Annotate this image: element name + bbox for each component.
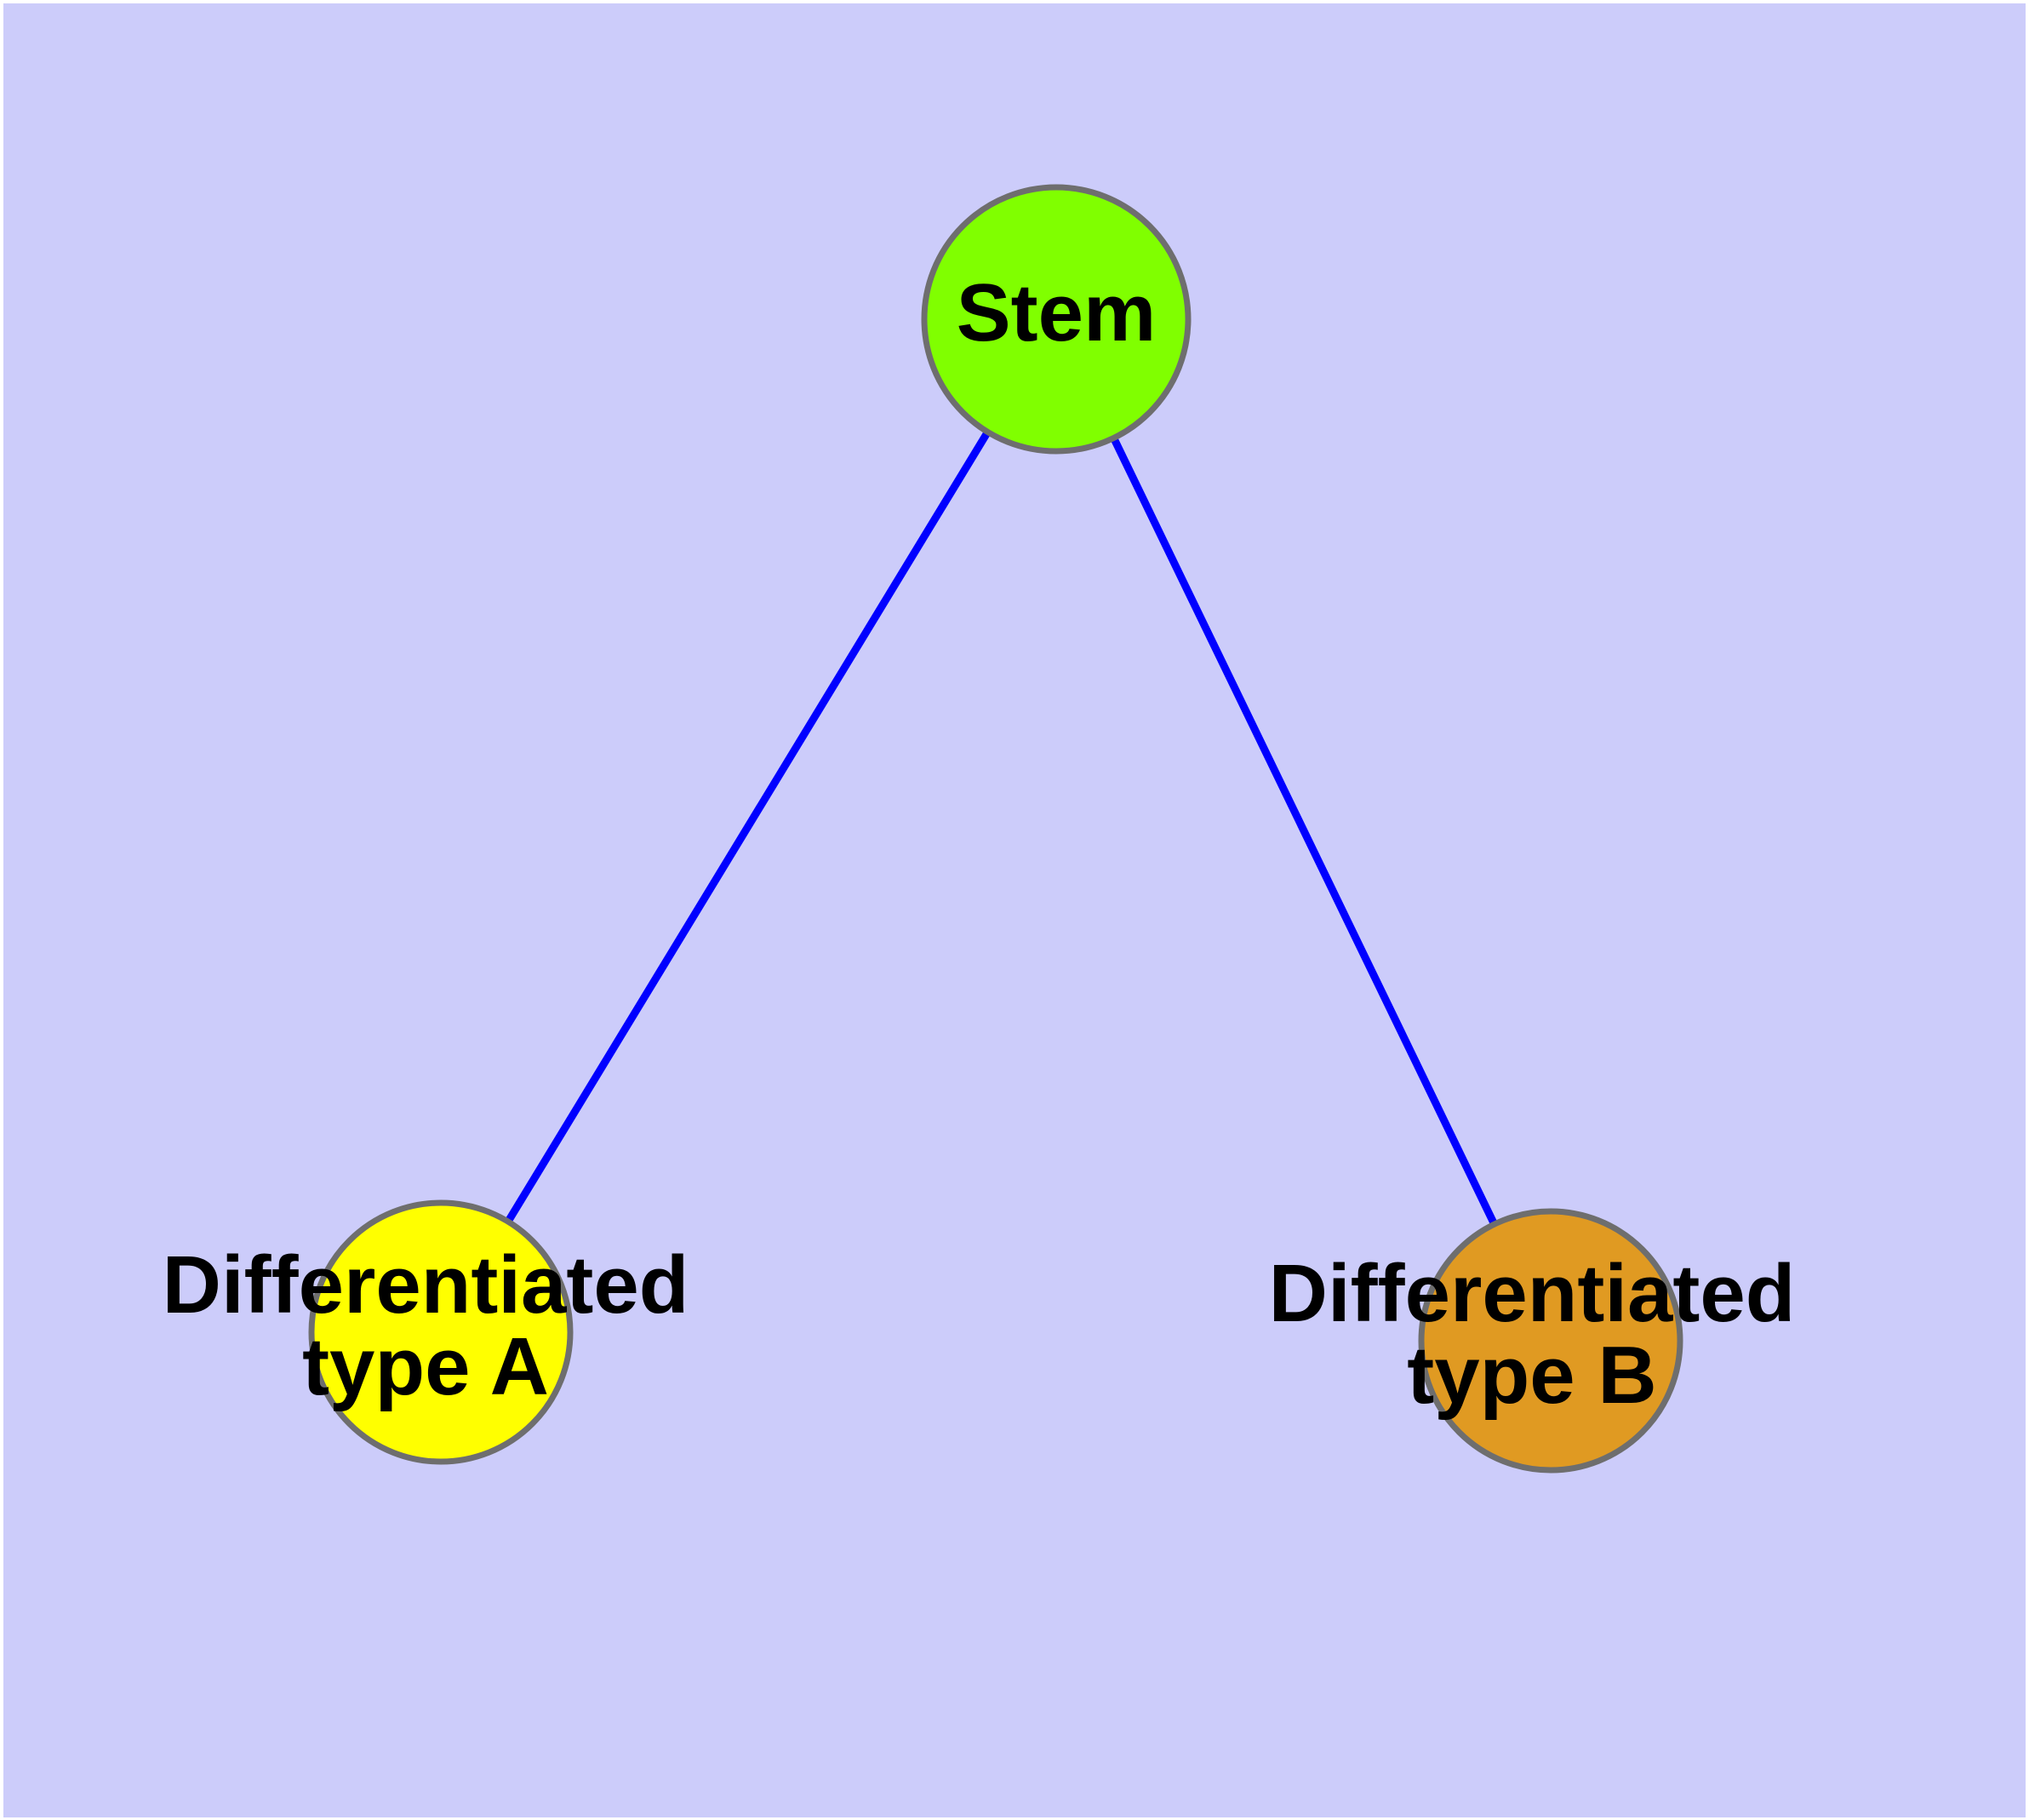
graph-node-label-line: type A [302,1321,549,1412]
node-layer [308,184,1683,1474]
graph-edge-stem-diff_b[interactable] [1110,436,1498,1227]
graph-node-label-line: Differentiated [1269,1248,1796,1339]
graph-edge-stem-diff_a[interactable] [505,430,992,1224]
edge-layer [505,430,1498,1227]
graph-node-label-line: Differentiated [163,1239,689,1331]
graph-node-diff_b[interactable] [1418,1208,1683,1474]
graph-node-label-stem: Stem [957,267,1157,358]
graph-node-stem[interactable] [921,184,1192,455]
graph-node-diff_a[interactable] [308,1199,574,1465]
graph-node-label-line: Stem [957,267,1157,358]
graph-node-label-line: type B [1407,1330,1656,1421]
